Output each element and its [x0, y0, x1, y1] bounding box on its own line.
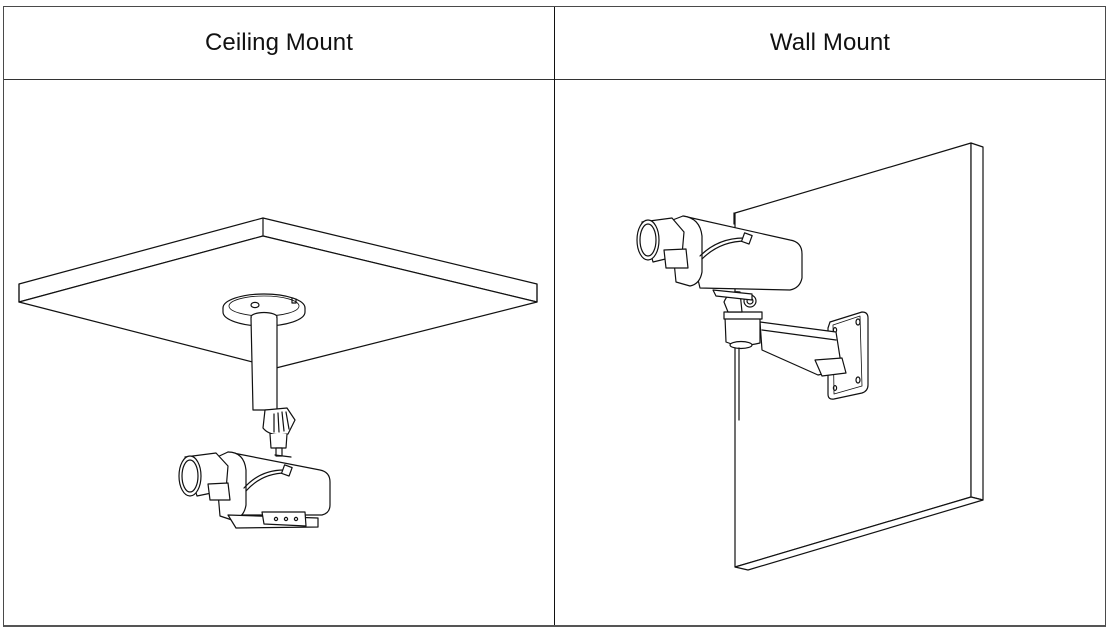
wall-mount-column: Wall Mount	[555, 7, 1105, 625]
mount-options-table: Ceiling Mount Wall Mount	[3, 6, 1106, 627]
wall-mount-title: Wall Mount	[769, 29, 891, 56]
ceiling-mount-cell	[4, 80, 554, 625]
ceiling-mount-title: Ceiling Mount	[204, 29, 354, 56]
wall-mount-header: Wall Mount	[555, 7, 1105, 80]
ceiling-mount-column: Ceiling Mount	[4, 7, 555, 625]
ceiling-mount-header: Ceiling Mount	[4, 7, 554, 80]
wall-mount-cell	[555, 80, 1105, 625]
